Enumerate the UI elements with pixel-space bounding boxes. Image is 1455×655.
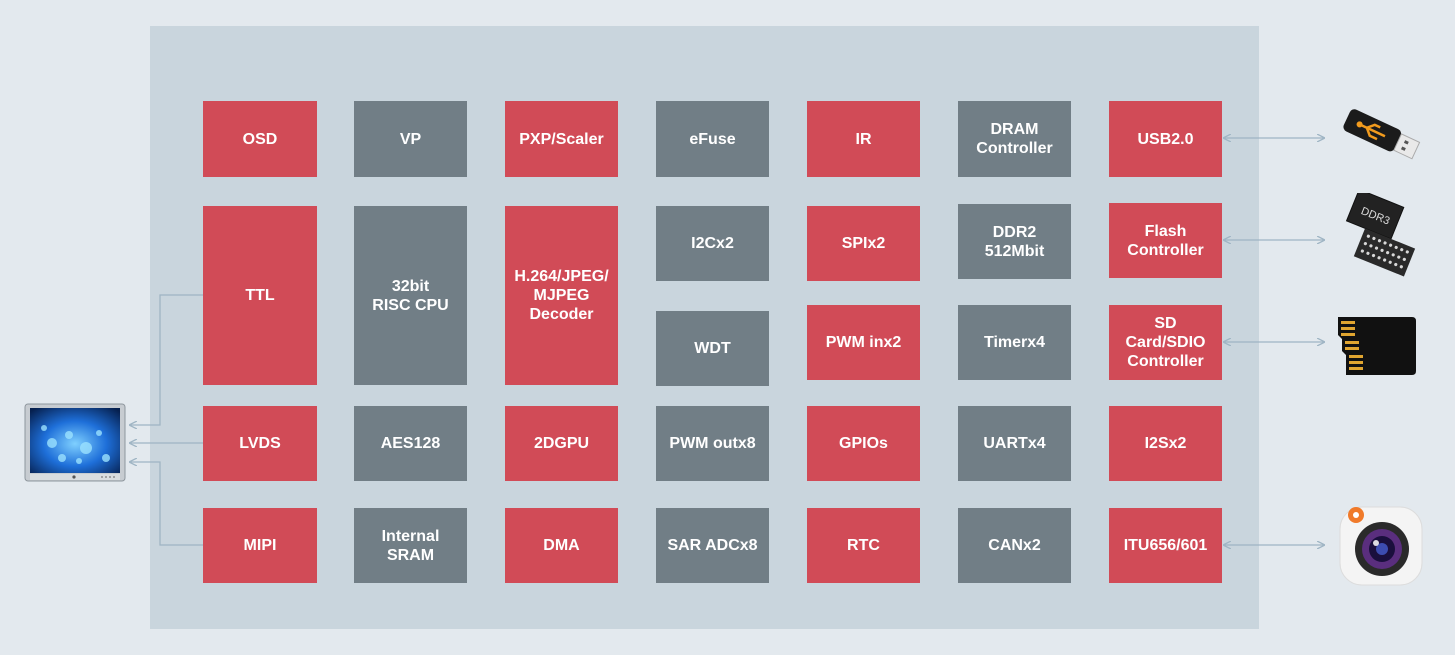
sd-card-icon — [1338, 317, 1416, 375]
can-block: CANx2 — [958, 508, 1071, 583]
ir-block: IR — [807, 101, 920, 177]
usb-drive-icon — [1343, 109, 1421, 160]
timer-block: Timerx4 — [958, 305, 1071, 380]
dram-controller-block: DRAM Controller — [958, 101, 1071, 177]
aes-block: AES128 — [354, 406, 467, 481]
monitor-icon — [24, 403, 126, 482]
pwm-out-block: PWM outx8 — [656, 406, 769, 481]
gpio-block: GPIOs — [807, 406, 920, 481]
rtc-block: RTC — [807, 508, 920, 583]
mipi-block: MIPI — [203, 508, 317, 583]
cpu-block: 32bit RISC CPU — [354, 206, 467, 385]
adc-block: SAR ADCx8 — [656, 508, 769, 583]
i2s-block: I2Sx2 — [1109, 406, 1222, 481]
mipi-connector — [130, 462, 203, 546]
efuse-block: eFuse — [656, 101, 769, 177]
lvds-block: LVDS — [203, 406, 317, 481]
vp-block: VP — [354, 101, 467, 177]
osd-block: OSD — [203, 101, 317, 177]
flash-controller-block: Flash Controller — [1109, 203, 1222, 278]
sd-controller-block: SD Card/SDIO Controller — [1109, 305, 1222, 380]
ddr2-block: DDR2 512Mbit — [958, 204, 1071, 279]
spi-block: SPIx2 — [807, 206, 920, 281]
ddr3-chip-icon: DDR3 — [1345, 193, 1416, 277]
i2c-block: I2Cx2 — [656, 206, 769, 281]
usb2-block: USB2.0 — [1109, 101, 1222, 177]
sram-block: Internal SRAM — [354, 508, 467, 583]
ttl-block: TTL — [203, 206, 317, 385]
camera-icon — [1339, 506, 1423, 586]
pwm-in-block: PWM inx2 — [807, 305, 920, 380]
dma-block: DMA — [505, 508, 618, 583]
itu-block: ITU656/601 — [1109, 508, 1222, 583]
pxp-scaler-block: PXP/Scaler — [505, 101, 618, 177]
wdt-block: WDT — [656, 311, 769, 386]
gpu-block: 2DGPU — [505, 406, 618, 481]
video-decoder-block: H.264/JPEG/ MJPEG Decoder — [505, 206, 618, 385]
uart-block: UARTx4 — [958, 406, 1071, 481]
ttl-connector — [130, 294, 203, 425]
